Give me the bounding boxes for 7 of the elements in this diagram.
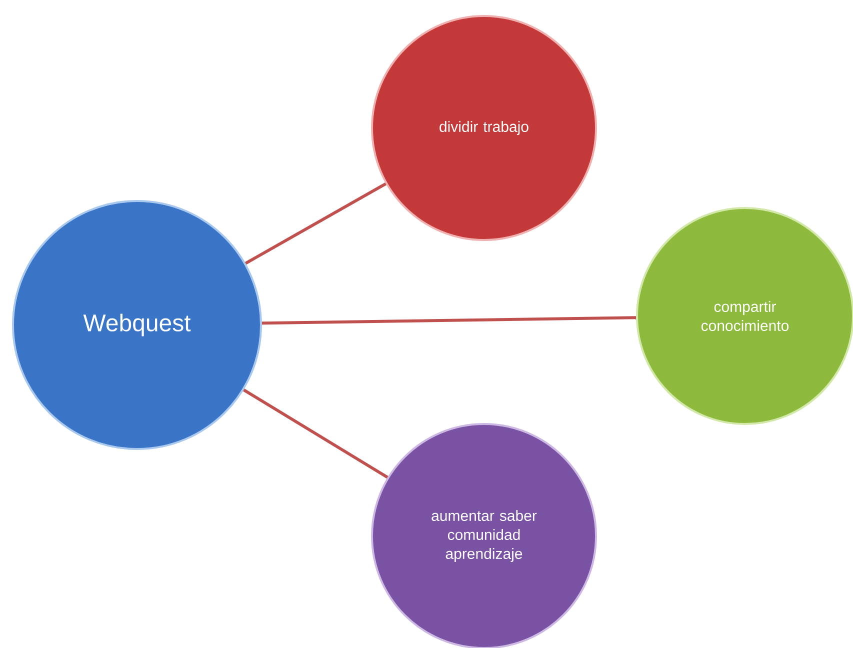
- circle-node: compartir conocimiento: [636, 207, 853, 425]
- circle-node: dividir trabajo: [371, 15, 597, 241]
- connector-line: [262, 316, 636, 325]
- connector-line: [244, 182, 386, 265]
- circle-node: Webquest: [12, 200, 262, 450]
- connector-line: [243, 388, 388, 479]
- circle-node: aumentar saber comunidad aprendizaje: [371, 423, 597, 648]
